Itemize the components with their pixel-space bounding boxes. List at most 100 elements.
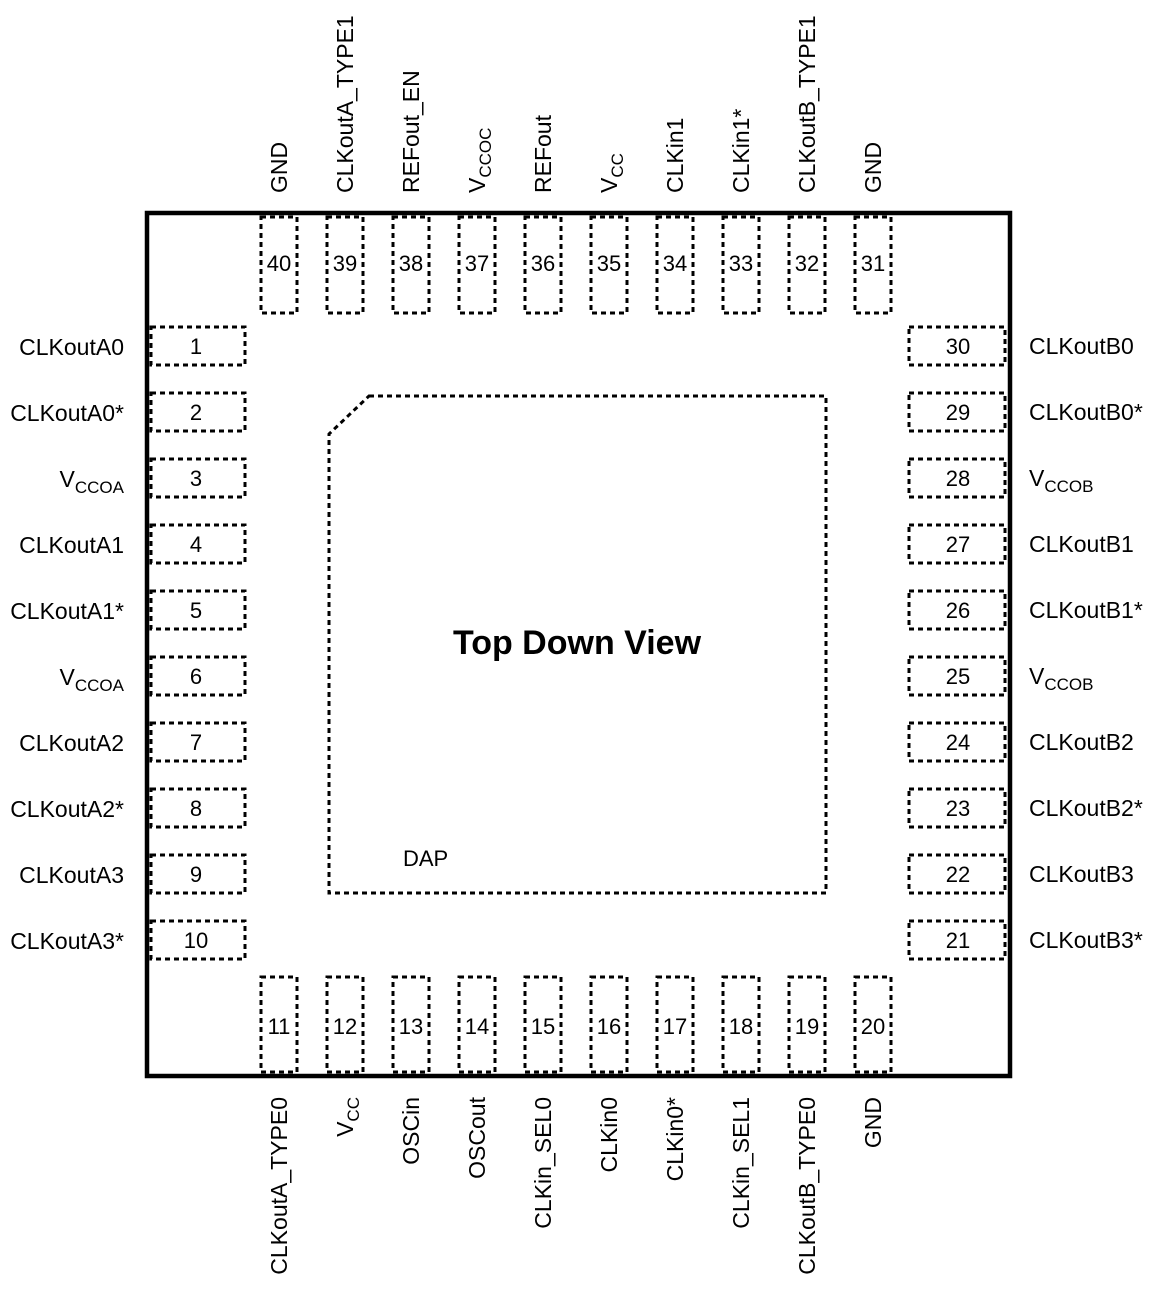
pin-35-number: 35 [597, 251, 621, 276]
pin-39-number: 39 [333, 251, 357, 276]
pin-26-number: 26 [946, 598, 970, 623]
pin-14-pad [457, 975, 497, 1074]
pin-17-pad [655, 975, 695, 1074]
pin-33-name: CLKin1* [728, 109, 754, 193]
pin-32-number: 32 [795, 251, 819, 276]
pin-15-number: 15 [531, 1014, 555, 1039]
pin-17-name: CLKin0* [662, 1097, 688, 1181]
pin-18-number: 18 [729, 1014, 753, 1039]
pin-22-number: 22 [946, 862, 970, 887]
pin-36-number: 36 [531, 251, 555, 276]
pin-33-number: 33 [729, 251, 753, 276]
pin-27-pad [907, 523, 1007, 565]
pin-14-name: OSCout [464, 1096, 490, 1178]
pin-1-number: 1 [190, 334, 202, 359]
pin-26-pad [907, 589, 1007, 631]
pin-24-pad [907, 721, 1007, 763]
pin-28-pad [907, 457, 1007, 499]
pin-6-pad [149, 655, 247, 697]
pin-32-pad [787, 215, 827, 315]
pin-2-name: CLKoutA0* [10, 400, 124, 426]
pin-13-pad [391, 975, 431, 1074]
pin-2-number: 2 [190, 400, 202, 425]
pin-30-pad [907, 325, 1007, 367]
pin-4-pad [149, 523, 247, 565]
pin-28-number: 28 [946, 466, 970, 491]
pin-32-name: CLKoutB_TYPE1 [794, 15, 820, 193]
pin-40-name: GND [266, 142, 292, 193]
pin-3-name: VCCOA [60, 466, 125, 497]
pin-20-name: GND [860, 1097, 886, 1148]
pin-15-pad [523, 975, 563, 1074]
pin-39-pad [325, 215, 365, 315]
pin-25-name: VCCOB [1029, 663, 1093, 694]
pin-23-pad [907, 787, 1007, 829]
pin-19-pad [787, 975, 827, 1074]
pin-23-number: 23 [946, 796, 970, 821]
pin-23-name: CLKoutB2* [1029, 795, 1143, 821]
pin-29-number: 29 [946, 400, 970, 425]
pin-group: 1CLKoutA02CLKoutA0*3VCCOA4CLKoutA15CLKou… [10, 15, 1143, 1274]
pin-8-number: 8 [190, 796, 202, 821]
pin-9-pad [149, 853, 247, 895]
pin-12-number: 12 [333, 1014, 357, 1039]
pin-10-name: CLKoutA3* [10, 928, 124, 954]
pin-28-name: VCCOB [1029, 465, 1093, 496]
pin-31-pad [853, 215, 893, 315]
die-attach-pad [327, 394, 828, 895]
pin-3-pad [149, 457, 247, 499]
pin-8-name: CLKoutA2* [10, 796, 124, 822]
pin-9-number: 9 [190, 862, 202, 887]
pin-34-name: CLKin1 [662, 118, 688, 193]
pin-22-name: CLKoutB3 [1029, 861, 1134, 887]
pin-27-number: 27 [946, 532, 970, 557]
pin-20-number: 20 [861, 1014, 885, 1039]
pin-34-number: 34 [663, 251, 687, 276]
pin-16-name: CLKin0 [596, 1097, 622, 1172]
pin-2-pad [149, 391, 247, 433]
pin-38-number: 38 [399, 251, 423, 276]
pin-9-name: CLKoutA3 [19, 862, 124, 888]
pin-20-pad [853, 975, 893, 1074]
pin-38-name: REFout_EN [398, 70, 424, 193]
pin-34-pad [655, 215, 695, 315]
pin-37-number: 37 [465, 251, 489, 276]
pin-10-pad [149, 919, 247, 961]
pin-30-name: CLKoutB0 [1029, 333, 1134, 359]
pin-1-name: CLKoutA0 [19, 334, 124, 360]
pin-6-number: 6 [190, 664, 202, 689]
pin-29-name: CLKoutB0* [1029, 399, 1143, 425]
pin-11-pad [259, 975, 299, 1074]
pin-11-name: CLKoutA_TYPE0 [266, 1097, 292, 1275]
pin-25-pad [907, 655, 1007, 697]
pin-21-pad [907, 919, 1007, 961]
pin-18-name: CLKin_SEL1 [728, 1097, 754, 1229]
pin-35-pad [589, 215, 629, 315]
pin-12-name: VCC [332, 1097, 363, 1137]
pin-40-pad [259, 215, 299, 315]
pin-5-pad [149, 589, 247, 631]
pin-37-pad [457, 215, 497, 315]
pin-21-name: CLKoutB3* [1029, 927, 1143, 953]
pin-5-number: 5 [190, 598, 202, 623]
pin-30-number: 30 [946, 334, 970, 359]
pin-19-name: CLKoutB_TYPE0 [794, 1097, 820, 1275]
pin-31-number: 31 [861, 251, 885, 276]
pin-15-name: CLKin_SEL0 [530, 1097, 556, 1229]
pin-3-number: 3 [190, 466, 202, 491]
pin-18-pad [721, 975, 761, 1074]
pin-14-number: 14 [465, 1014, 489, 1039]
pin-31-name: GND [860, 142, 886, 193]
pin-25-number: 25 [946, 664, 970, 689]
pin-29-pad [907, 391, 1007, 433]
pin-5-name: CLKoutA1* [10, 598, 124, 624]
pin-35-name: VCC [596, 153, 627, 193]
pin-7-number: 7 [190, 730, 202, 755]
pin-10-number: 10 [184, 928, 208, 953]
pin-26-name: CLKoutB1* [1029, 597, 1143, 623]
pin-16-number: 16 [597, 1014, 621, 1039]
pin-13-number: 13 [399, 1014, 423, 1039]
pin-24-number: 24 [946, 730, 970, 755]
pin-38-pad [391, 215, 431, 315]
